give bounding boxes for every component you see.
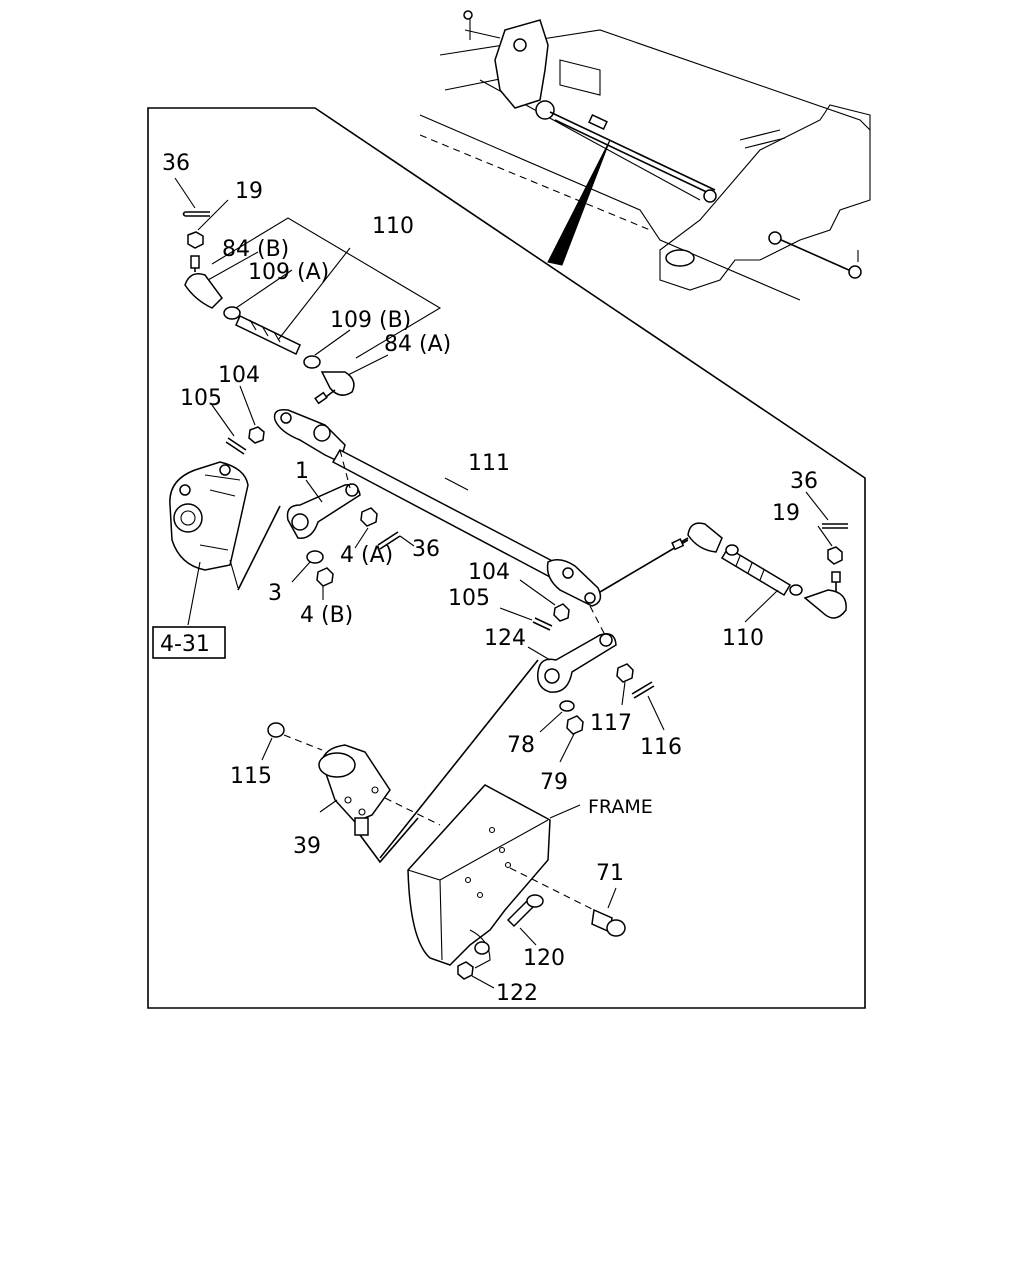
label-78: 78: [507, 733, 535, 758]
diagram-border: [147, 107, 866, 1009]
label-19-right: 19: [772, 501, 800, 526]
label-120: 120: [523, 946, 565, 971]
label-105-left: 105: [180, 386, 222, 411]
label-84a: 84 (A): [384, 332, 451, 357]
label-79: 79: [540, 770, 568, 795]
label-84b: 84 (B): [222, 237, 289, 262]
label-105-mid: 105: [448, 586, 490, 611]
label-19-top: 19: [235, 179, 263, 204]
label-36-mid: 36: [412, 537, 440, 562]
label-4a: 4 (A): [340, 543, 393, 568]
part-labels: 36 19 110 84 (B) 109 (A) 109 (B) 84 (A) …: [160, 151, 818, 1006]
label-111: 111: [468, 451, 510, 476]
label-124: 124: [484, 626, 526, 651]
label-115: 115: [230, 764, 272, 789]
label-104-mid: 104: [468, 560, 510, 585]
label-117: 117: [590, 711, 632, 736]
tie-rod-assembly-right: [671, 491, 848, 623]
label-104-left: 104: [218, 363, 260, 388]
label-1: 1: [295, 459, 309, 484]
label-36-top: 36: [162, 151, 190, 176]
label-122: 122: [496, 981, 538, 1006]
label-71: 71: [596, 861, 624, 886]
bracket-frame-assembly: [261, 722, 626, 989]
vehicle-overview-illustration: [419, 10, 871, 301]
label-reference-4-31: 4-31: [160, 632, 210, 657]
label-frame: FRAME: [588, 796, 653, 818]
label-3: 3: [268, 581, 282, 606]
label-110-right: 110: [722, 626, 764, 651]
label-116: 116: [640, 735, 682, 760]
label-109b: 109 (B): [330, 308, 411, 333]
label-109a: 109 (A): [248, 260, 329, 285]
label-36-right: 36: [790, 469, 818, 494]
tie-rod-assembly-left: [174, 177, 442, 405]
steering-gear-assembly: [169, 385, 415, 626]
label-39: 39: [293, 834, 321, 859]
label-110-top: 110: [372, 214, 414, 239]
label-4b: 4 (B): [300, 603, 353, 628]
reference-box: [152, 626, 226, 659]
idler-arm-assembly: [379, 633, 665, 859]
drag-link-assembly: [273, 408, 689, 636]
